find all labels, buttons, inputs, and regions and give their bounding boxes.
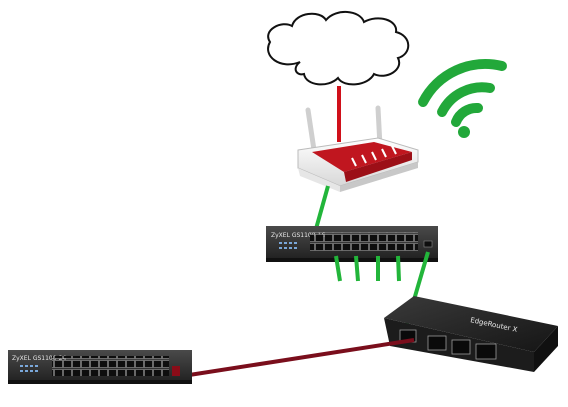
switch-bottom-brand: ZyXEL GS1100-24 — [12, 355, 67, 362]
switch-top-cables — [334, 255, 401, 282]
switch-bottom: ZyXEL GS1100-24 — [8, 350, 192, 384]
wifi-icon — [418, 59, 507, 138]
edgerouter-icon: EdgeRouter X — [384, 296, 558, 372]
switch-top-brand: ZyXEL GS1100-16 — [271, 232, 326, 239]
link-bottomswitch-edgerouter — [169, 338, 415, 380]
cloud-icon — [267, 11, 410, 86]
switch-top: ZyXEL GS1100-16 — [266, 226, 438, 262]
router-icon — [297, 105, 419, 192]
